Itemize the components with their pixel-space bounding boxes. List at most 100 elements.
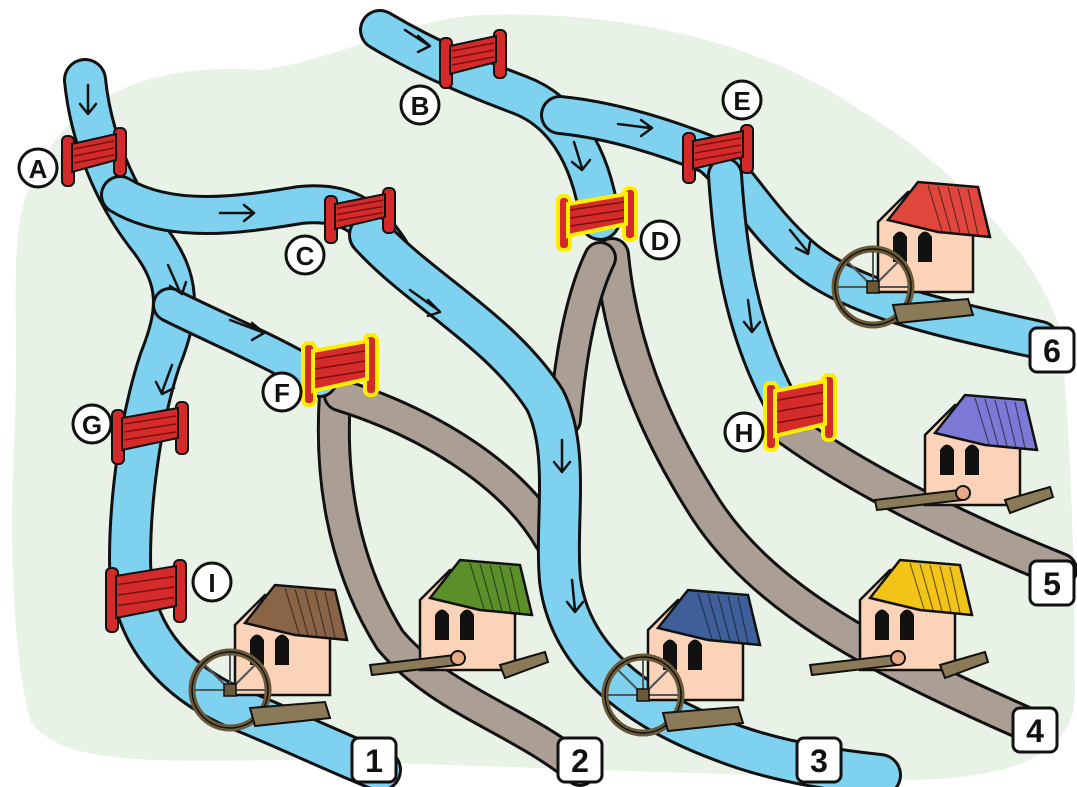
roof-stripe — [1014, 401, 1026, 449]
mills — [188, 180, 1055, 737]
gate-a[interactable]: A — [17, 127, 127, 189]
roof-stripe — [737, 596, 749, 644]
channel-b-fill — [362, 12, 618, 238]
flow-arrows — [78, 28, 812, 614]
wheel-hub — [866, 280, 880, 294]
gate-label-circle — [723, 411, 765, 453]
roof-stripe — [697, 592, 713, 640]
roof-stripe — [984, 398, 999, 446]
mill-window — [460, 609, 474, 640]
outlet-number: 2 — [571, 743, 589, 779]
wheel-trough — [248, 700, 332, 728]
roof-stripe — [949, 566, 961, 614]
wheel-hub — [223, 683, 237, 697]
arrow-down-icon — [166, 263, 188, 296]
gate-label-circle — [191, 561, 233, 603]
gate-label-circle — [261, 371, 303, 413]
gate-g[interactable]: G — [71, 401, 189, 465]
outlet-number: 5 — [1043, 566, 1061, 602]
axle-end — [890, 650, 906, 666]
gate-label: F — [274, 378, 290, 408]
outlet-6: 6 — [1028, 326, 1076, 374]
gate-plank-line — [336, 205, 384, 216]
dry-bed-f-left-fill — [319, 381, 594, 784]
dry-bed-f-right-fill — [326, 381, 564, 554]
gate-plank-line — [336, 212, 384, 222]
gate-plank-line — [776, 402, 824, 413]
gates: A BC DE F G H I — [17, 29, 837, 633]
arrow-down-icon — [552, 438, 572, 474]
gate-i[interactable]: I — [105, 559, 233, 633]
gate-plank-line — [569, 201, 625, 211]
outlet-1: 1 — [350, 736, 398, 784]
gate-e[interactable]: E — [682, 79, 763, 184]
gate-label: I — [208, 568, 215, 598]
outlet-number-box — [556, 736, 604, 784]
gate-plank-line — [314, 350, 366, 360]
outlet-number-box — [795, 736, 843, 784]
outlet-number-box — [1028, 559, 1076, 607]
axle-end — [955, 485, 971, 501]
mill-5 — [873, 393, 1055, 515]
gate-plank-line — [694, 144, 742, 154]
mill-window — [875, 609, 889, 640]
mill-roof — [932, 393, 1039, 452]
roof-stripe — [927, 184, 943, 232]
mill-roof — [655, 588, 762, 647]
gate-label-circle — [639, 219, 681, 261]
gate-label: H — [735, 418, 754, 448]
outlet-number: 4 — [1026, 713, 1044, 749]
gate-plank-line — [776, 414, 824, 424]
gate-label: A — [29, 154, 48, 184]
gate-label-circle — [17, 147, 59, 189]
mill-1 — [188, 583, 349, 732]
mill-6 — [831, 180, 992, 329]
outlet-number-box — [1028, 326, 1076, 374]
gate-h[interactable]: H — [723, 373, 837, 453]
mill-window — [965, 444, 979, 475]
gate-b[interactable]: B — [399, 29, 507, 126]
water-wheel-outline — [834, 248, 912, 326]
roof-stripe — [939, 565, 952, 613]
gate-label-circle — [284, 234, 326, 276]
gate-board — [773, 378, 827, 439]
gate-d[interactable]: D — [556, 186, 681, 261]
arrow-right-icon — [616, 118, 654, 138]
gate-plank-line — [123, 415, 177, 425]
mill-window — [940, 444, 954, 475]
outlet-number: 6 — [1043, 333, 1061, 369]
roof-stripe — [479, 563, 494, 611]
mill-window — [435, 609, 449, 640]
outlet-number-box — [350, 736, 398, 784]
roof-stripe — [489, 564, 503, 612]
mill-window — [918, 231, 932, 262]
wheel-trough — [891, 297, 975, 325]
mill-roof — [867, 558, 974, 617]
arrow-down-icon — [742, 298, 762, 334]
roof-stripe — [919, 563, 934, 611]
gate-f[interactable]: F — [261, 333, 379, 413]
gate-plank-line — [117, 575, 175, 586]
mill-plank — [498, 650, 550, 680]
roof-stripe — [994, 399, 1008, 447]
gate-plank-line — [73, 140, 115, 150]
channel-c-fill — [351, 216, 899, 787]
gate-plank-line — [776, 391, 824, 401]
gate-plank-line — [336, 199, 384, 209]
arrow-down-icon — [78, 83, 98, 116]
gate-c[interactable]: C — [284, 187, 396, 276]
gate-label-circle — [399, 84, 441, 126]
roof-stripe — [509, 566, 521, 614]
mill-plank — [938, 650, 990, 680]
roof-stripe — [1004, 400, 1017, 448]
mill-plank — [1003, 485, 1055, 515]
roof-stripe — [957, 187, 970, 235]
arrow-down-icon — [565, 578, 585, 614]
roof-stripe — [937, 185, 952, 233]
gate-plank-line — [314, 370, 366, 380]
gate-plank-line — [569, 217, 625, 227]
roof-stripe — [294, 588, 309, 636]
roof-stripe — [909, 562, 925, 610]
mill-window — [900, 609, 914, 640]
